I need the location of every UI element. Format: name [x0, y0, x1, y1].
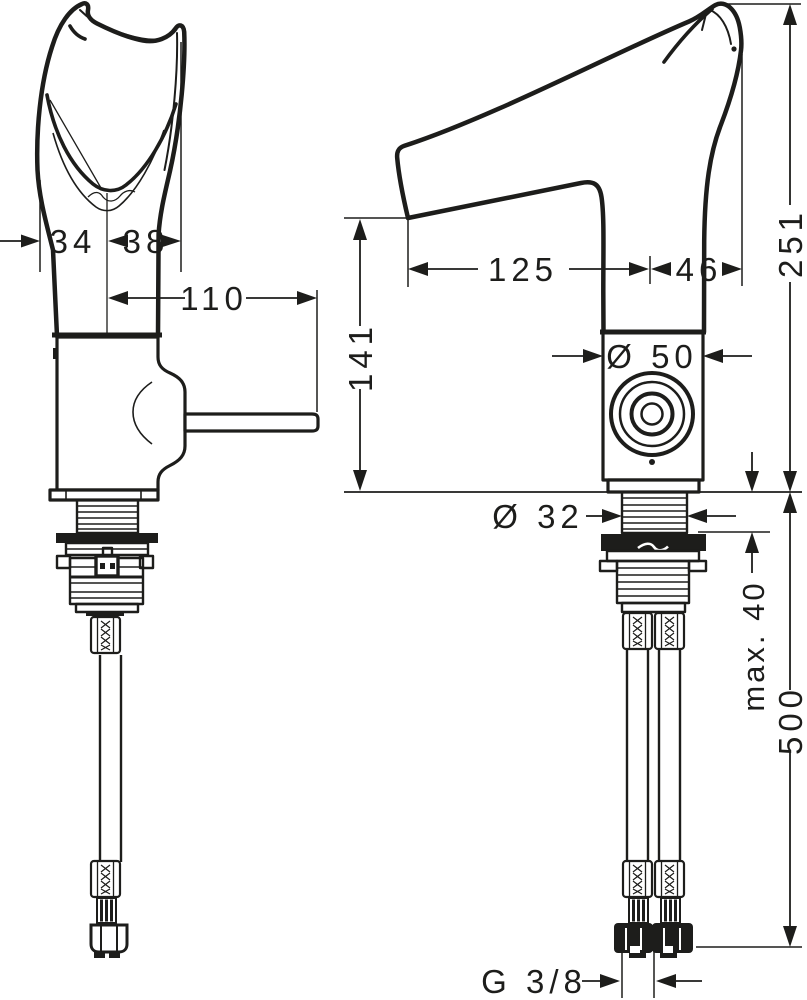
- dim-label-38: 38: [123, 223, 170, 260]
- dim-label-125: 125: [488, 251, 558, 288]
- front-seal-washer: [56, 533, 158, 543]
- front-handle-lever: [183, 412, 320, 433]
- side-view: 125 46 251 500: [342, 1, 807, 1000]
- dim-side-spout-reach: 125 46: [407, 54, 743, 288]
- side-supply-hoses: [614, 611, 693, 958]
- front-body: [52, 332, 320, 492]
- front-body-outline: [55, 335, 187, 492]
- side-glass-spout: [394, 1, 744, 335]
- dim-label-251: 251: [772, 208, 807, 278]
- dim-side-body-diameter: Ø 50: [552, 338, 752, 375]
- front-mounting-hardware: [48, 488, 160, 616]
- dim-label-110: 110: [180, 280, 248, 317]
- dim-label-46: 46: [676, 251, 723, 288]
- dim-label-dia32: Ø 32: [492, 498, 584, 535]
- dim-side-connection-thread: G 3/8: [481, 952, 702, 1000]
- side-spout-outline: [394, 1, 744, 335]
- dim-side-max-mounting-thickness: max. 40: [698, 452, 771, 712]
- front-spout-outline: [34, 1, 187, 339]
- side-hose-nut-left: [614, 923, 653, 953]
- dim-side-outlet-height: 141: [342, 217, 406, 491]
- side-mounting-hardware: [598, 490, 708, 614]
- dim-front-handle-reach: 110: [108, 280, 318, 412]
- side-control-dial: [609, 371, 695, 465]
- dim-label-500: 500: [772, 685, 807, 755]
- front-supply-hose: [89, 615, 129, 958]
- front-hose-nut: [89, 923, 129, 954]
- front-view: 34 38 110: [0, 1, 320, 958]
- dim-label-34: 34: [50, 223, 97, 260]
- dim-side-shaft-diameter: Ø 32: [492, 498, 736, 535]
- dim-label-dia50: Ø 50: [606, 338, 698, 375]
- dim-side-heights: 251 500: [696, 3, 807, 948]
- front-retainer-clip: [94, 554, 120, 578]
- front-body-set-screw: [53, 348, 58, 359]
- dim-front-spout-widths: 34 38: [0, 42, 182, 272]
- side-threaded-shank: [620, 490, 689, 535]
- dim-label-141: 141: [342, 322, 379, 392]
- front-threaded-shank: [75, 498, 140, 535]
- front-glass-spout: [34, 1, 187, 462]
- dim-label-max40: max. 40: [736, 580, 771, 711]
- side-seal-washer: [601, 534, 706, 551]
- side-body: [600, 329, 706, 494]
- dim-label-g38: G 3/8: [481, 963, 587, 1000]
- side-hose-nut-right: [652, 923, 693, 953]
